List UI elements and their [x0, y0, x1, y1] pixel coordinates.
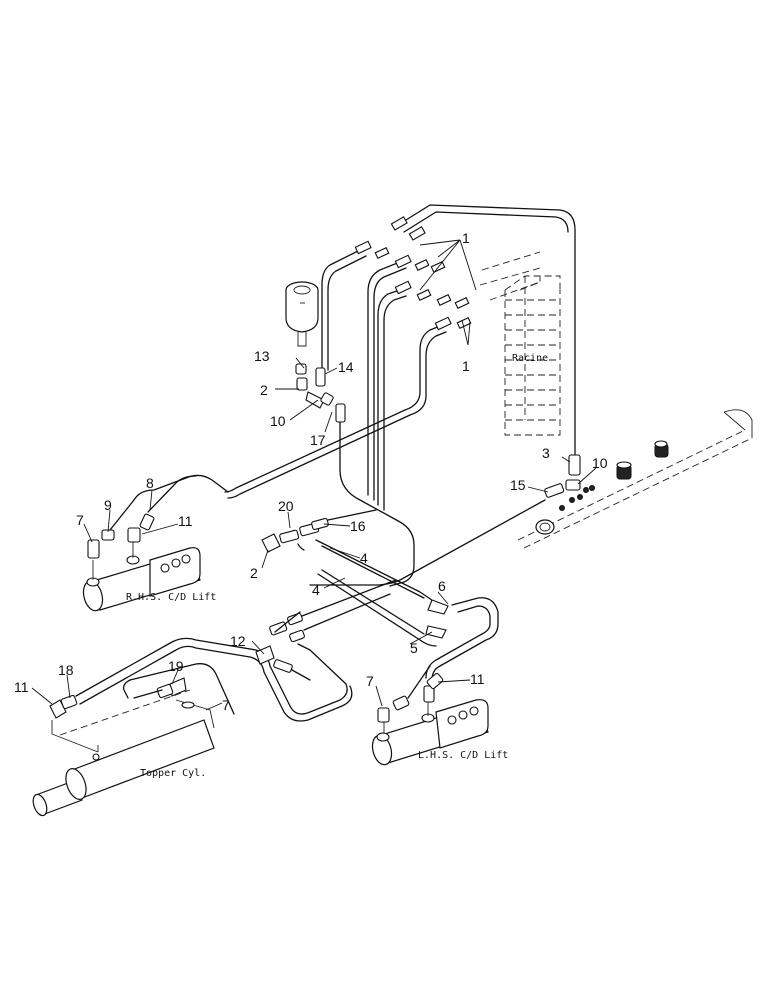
callout-6: 6 [438, 578, 446, 594]
callout-4-upper: 4 [360, 550, 368, 566]
callout-1-top: 1 [462, 230, 470, 246]
callout-11-rhs: 11 [178, 513, 193, 529]
callout-numbers: 1 1 13 14 2 10 17 3 10 15 8 9 7 11 20 16… [14, 230, 608, 713]
racine-label: Racine [512, 353, 548, 364]
callout-14: 14 [338, 359, 354, 375]
callout-10-right: 10 [592, 455, 608, 471]
callout-8: 8 [146, 475, 154, 491]
callout-13: 13 [254, 348, 270, 364]
callout-2-upper: 2 [260, 382, 268, 398]
rhs-lift-cylinder [82, 474, 229, 612]
callout-5: 5 [410, 640, 418, 656]
callout-1-bottom: 1 [462, 358, 470, 374]
pressure-line [309, 499, 546, 586]
callout-10-left: 10 [270, 413, 286, 429]
callout-7-lhs: 7 [366, 673, 374, 689]
topper-hoses [49, 637, 353, 753]
callout-16: 16 [350, 518, 366, 534]
component-captions: Racine R.H.S. C/D Lift L.H.S. C/D Lift T… [126, 353, 548, 779]
filter-tee-assembly [295, 363, 415, 587]
topper-cylinder [32, 689, 215, 817]
rhs-lift-label: R.H.S. C/D Lift [126, 592, 216, 603]
pump-inlet-fittings [517, 409, 753, 549]
callout-4-lower: 4 [312, 582, 320, 598]
lhs-lift-cylinder [371, 665, 489, 766]
callout-17: 17 [310, 432, 326, 448]
racine-valve-block [479, 251, 561, 436]
filter-canister [285, 281, 319, 347]
callout-20: 20 [278, 498, 294, 514]
topper-cyl-label: Topper Cyl. [140, 768, 206, 779]
callout-11-topper: 11 [14, 679, 29, 695]
callout-9: 9 [104, 497, 112, 513]
racine-fittings [354, 216, 472, 331]
lhs-lift-label: L.H.S. C/D Lift [418, 750, 508, 761]
callout-3: 3 [542, 445, 550, 461]
leader-lines [31, 239, 597, 711]
callout-15: 15 [510, 477, 526, 493]
callout-18: 18 [58, 662, 74, 678]
callout-19: 19 [168, 658, 184, 674]
hose-bundle [224, 204, 576, 511]
callout-2-lower: 2 [250, 565, 258, 581]
center-manifold [261, 509, 499, 691]
callout-12: 12 [230, 633, 246, 649]
callout-7-rhs: 7 [76, 512, 84, 528]
callout-11-lhs: 11 [470, 671, 485, 687]
callout-7-topper: 7 [222, 697, 230, 713]
